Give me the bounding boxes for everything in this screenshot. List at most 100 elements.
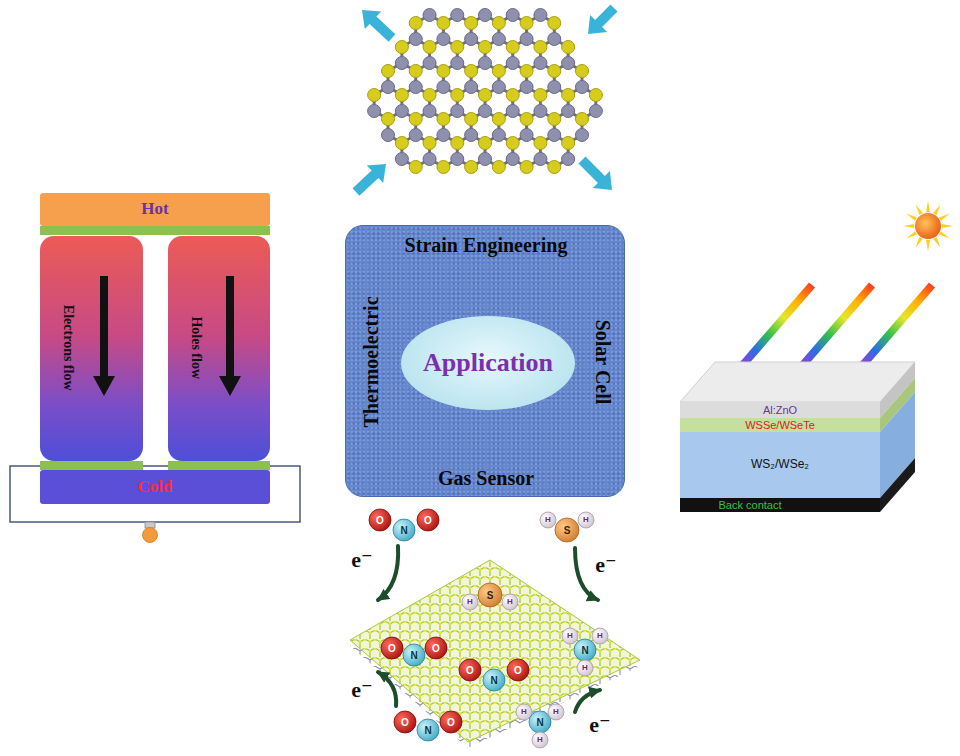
lattice-atom [506,137,519,150]
lattice-atom [520,129,533,142]
lattice-atom [395,105,408,118]
panel-heading: Thermoelectric [360,296,382,427]
lattice-atom [423,57,436,70]
lattice-atom [520,161,533,174]
atom-symbol: S [564,525,571,536]
atom-sphere [478,583,502,607]
lattice-atom [492,65,505,78]
sensing-sheet [350,560,640,748]
lattice-atom [409,113,422,126]
lattice-atom [479,9,492,22]
atom-symbol: H [537,736,543,745]
contact-strip [40,226,270,235]
lattice-atom [465,65,478,78]
lattice-atom [382,113,395,126]
lattice-atom [409,161,422,174]
sheet-lattice [350,560,640,742]
lattice-atom [382,65,395,78]
side-face [880,458,915,512]
atom-symbol: N [490,675,497,686]
light-ray [801,285,872,367]
application-panel: Strain EngineeringThermoelectricSolar Ce… [345,225,625,497]
lattice-atom [562,105,575,118]
lattice-atom [423,41,436,54]
lattice-atom [562,41,575,54]
hot-plate: Hot [40,193,270,226]
lattice-atom [465,81,478,94]
lattice-atom [492,17,505,30]
lattice-atom [465,113,478,126]
lattice-atom [520,113,533,126]
lattice-atom [548,129,561,142]
lattice-atom [534,9,547,22]
atom-sphere [562,628,578,644]
lattice-atom [409,129,422,142]
panel-heading: Strain Engineering [405,234,568,256]
sun-ray [906,231,917,238]
atom-symbol: H [597,632,603,641]
p-type-leg: Holes flow [168,236,270,461]
n-type-leg: Electrons flow [40,236,143,461]
atom-sphere [440,711,462,733]
lattice-atom [395,57,408,70]
lattice-atom [534,41,547,54]
lattice-atom [548,81,561,94]
strain-arrow [588,5,618,35]
atom-symbol: H [521,708,527,717]
atom-sphere [548,704,564,720]
lattice-atom [409,17,422,30]
bulb-cap [145,522,155,528]
lattice-atom [548,161,561,174]
lattice-atom [548,33,561,46]
lattice-atom [423,89,436,102]
light-ray [741,285,812,367]
atom-symbol: O [514,665,522,676]
lattice-atom [451,105,464,118]
lattice-atom [492,81,505,94]
lattice-atom [451,9,464,22]
lattice-atom [437,161,450,174]
atom-symbol: O [432,643,440,654]
sun-ray [926,201,930,212]
lattice-atom [395,153,408,166]
lattice-atom [395,137,408,150]
lattice-atom [506,105,519,118]
lattice-atom [395,89,408,102]
lattice-atom [479,153,492,166]
atom-symbol: H [583,516,589,525]
atom-sphere [529,711,551,733]
contact-strip [168,461,270,470]
light-ray [861,285,932,367]
lattice-atom [437,81,450,94]
lattice-atom [465,129,478,142]
lattice-atom [506,89,519,102]
lattice-atom [451,57,464,70]
sun-ray [939,231,950,238]
lattice-atom [451,41,464,54]
lattice-atom [409,81,422,94]
contact-strip [40,461,143,470]
atom-sphere [507,659,529,681]
lattice-atom [575,81,588,94]
cold-plate: Cold [40,470,270,504]
lattice-atom [520,65,533,78]
atom-symbol: H [467,598,473,607]
lattice-atom [534,89,547,102]
lattice-atom [506,41,519,54]
solar-layer: Al:ZnO [680,402,880,418]
application-ellipse: Application [401,316,575,410]
lattice-atom [423,137,436,150]
electron-label: e⁻ [351,678,372,702]
lattice-atom [465,161,478,174]
atom-symbol: H [507,598,513,607]
lattice-atom [548,113,561,126]
lattice-atom [479,105,492,118]
lattice-atom [506,57,519,70]
charge-transfer-arrow [575,548,598,600]
lattice-atom [437,113,450,126]
charge-arrows [378,546,600,712]
strained-lattice [368,9,603,174]
lattice-atom [589,89,602,102]
lattice-atom [520,17,533,30]
sun-ray [942,224,953,228]
